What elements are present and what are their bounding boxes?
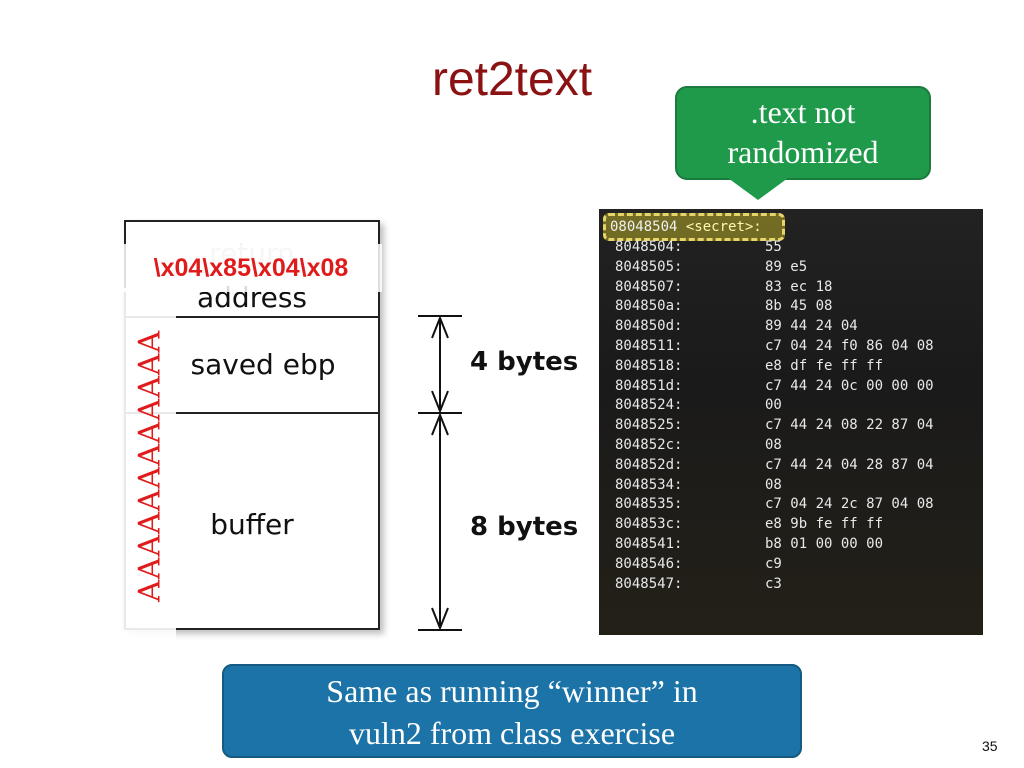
instruction-address: 8048541:: [615, 536, 683, 552]
slide-title: ret2text: [431, 53, 593, 106]
instruction-bytes: 00: [765, 397, 782, 414]
instruction-address: 804851d:: [615, 377, 683, 394]
instruction-address: 804852d:: [615, 456, 683, 473]
instruction-address: 8048505:: [615, 258, 683, 275]
buffer-size-label: 8 bytes: [470, 512, 579, 542]
disassembly-terminal: 08048504 <secret>: 8048504: 55 8048505: 89 …: [599, 209, 983, 635]
instruction-address: 804852c:: [615, 437, 683, 453]
size-dimension-arrows: [418, 315, 462, 631]
instruction-bytes: 89 44 24 04: [765, 318, 858, 335]
disassembly-row: 8048505: 89 e5: [615, 259, 807, 275]
instruction-bytes: b8 01 00 00 00: [765, 536, 884, 552]
disassembly-row: 8048541: b8 01 00 00 00: [615, 536, 883, 552]
instruction-bytes: 8b 45 08: [765, 298, 833, 315]
dim-8-down-arrowhead: [431, 607, 449, 631]
instruction-address: 8048534:: [615, 476, 683, 493]
instruction-address: 804850a:: [615, 298, 683, 315]
secret-function-highlight: 08048504 <secret>:: [603, 213, 785, 241]
disassembly-row: 8048518: e8 df fe ff ff: [615, 358, 883, 374]
stack-divider-2: [126, 412, 378, 414]
disassembly-row: 8048504: 55: [615, 239, 782, 255]
instruction-bytes: 89 e5: [765, 258, 808, 275]
disassembly-row: 804853c: e8 9b fe ff ff: [615, 516, 883, 532]
a-padding-text: AAAAAAAAAAAA: [132, 330, 168, 602]
instruction-address: 8048507:: [615, 278, 683, 295]
secret-header-symbol: <secret>:: [685, 219, 762, 235]
instruction-address: 8048546:: [615, 555, 683, 572]
instruction-bytes: e8 9b fe ff ff: [765, 516, 884, 533]
disassembly-row: 8048524: 00: [615, 397, 782, 413]
secret-header-address: 08048504: [610, 219, 678, 235]
callout-pointer: [728, 178, 788, 200]
instruction-address: 8048524:: [615, 397, 683, 414]
instruction-address: 8048547:: [615, 575, 683, 592]
disassembly-row: 804850a: 8b 45 08: [615, 298, 832, 314]
instruction-bytes: e8 df fe ff ff: [765, 357, 884, 374]
dim-4-down-arrowhead: [431, 390, 449, 414]
return-address-overwrite: \x04\x85\x04\x08: [120, 244, 382, 292]
buffer-cell: buffer: [210, 508, 294, 541]
saved-ebp-cell: saved ebp: [190, 348, 336, 381]
dim-4-up-arrowhead: [431, 315, 449, 339]
callout-line-2: randomized: [727, 134, 879, 170]
disassembly-row: 804851d: c7 44 24 0c 00 00 00: [615, 378, 934, 394]
instruction-bytes: 55: [765, 239, 782, 255]
instruction-bytes: c7 44 24 04 28 87 04: [765, 456, 934, 473]
ebp-size-label: 4 bytes: [470, 347, 579, 377]
instruction-address: 8048518:: [615, 357, 683, 374]
explanation-banner: Same as running “winner” in vuln2 from c…: [222, 664, 802, 758]
instruction-address: 804853c:: [615, 516, 683, 533]
dim-8-up-arrowhead: [431, 412, 449, 436]
a-padding-payload: AAAAAAAAAAAA: [124, 288, 176, 644]
instruction-address: 8048525:: [615, 417, 683, 434]
disassembly-row: 804850d: 89 44 24 04: [615, 318, 858, 334]
instruction-bytes: c7 44 24 0c 00 00 00: [765, 377, 934, 394]
instruction-bytes: 83 ec 18: [765, 278, 833, 295]
disassembly-row: 8048534: 08: [615, 477, 782, 493]
instruction-bytes: c9: [765, 555, 782, 572]
disassembly-row: 804852d: c7 44 24 04 28 87 04: [615, 457, 934, 473]
instruction-bytes: c7 04 24 f0 86 04 08: [765, 338, 934, 354]
secret-header-text: 08048504 <secret>:: [610, 219, 762, 235]
instruction-bytes: 08: [765, 476, 782, 493]
disassembly-row: 8048547: c3: [615, 576, 782, 592]
disassembly-row: 8048507: 83 ec 18: [615, 279, 832, 295]
banner-line-2: vuln2 from class exercise: [348, 715, 676, 751]
callout-line-1: .text not: [750, 94, 856, 130]
instruction-bytes: c7 44 24 08 22 87 04: [765, 417, 934, 434]
disassembly-row: 8048511: c7 04 24 f0 86 04 08: [615, 338, 934, 354]
instruction-address: 8048535:: [615, 496, 683, 513]
disassembly-row: 8048535: c7 04 24 2c 87 04 08: [615, 496, 934, 512]
instruction-address: 8048504:: [615, 239, 683, 255]
page-number: 35: [982, 738, 998, 754]
instruction-bytes: c7 04 24 2c 87 04 08: [765, 496, 934, 513]
instruction-address: 8048511:: [615, 338, 683, 354]
stack-divider-1: [126, 316, 378, 318]
instruction-bytes: 08: [765, 437, 782, 453]
instruction-bytes: c3: [765, 575, 782, 592]
text-not-randomized-callout: .text not randomized: [675, 86, 931, 180]
disassembly-row: 804852c: 08: [615, 437, 782, 453]
disassembly-row: 8048546: c9: [615, 556, 782, 572]
disassembly-row: 8048525: c7 44 24 08 22 87 04: [615, 417, 934, 433]
instruction-address: 804850d:: [615, 318, 683, 335]
banner-line-1: Same as running “winner” in: [326, 673, 698, 709]
